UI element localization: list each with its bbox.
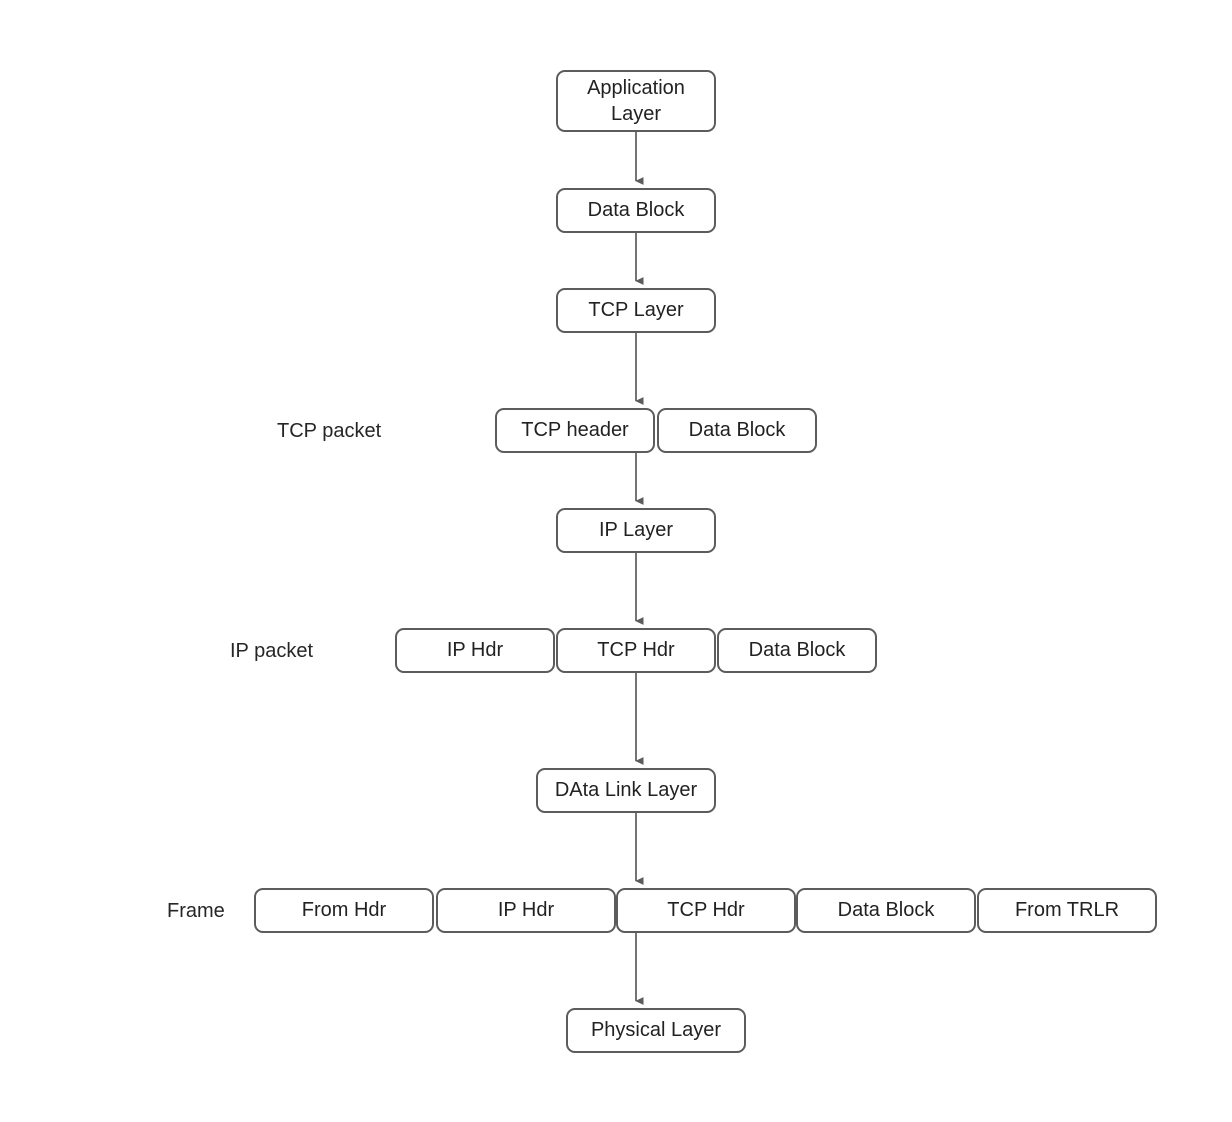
- packet-field-tcp-hdr[interactable]: TCP Hdr: [556, 628, 716, 673]
- node-tcp-layer[interactable]: TCP Layer: [556, 288, 716, 333]
- node-data-block[interactable]: Data Block: [556, 188, 716, 233]
- frame-field-data-block[interactable]: Data Block: [796, 888, 976, 933]
- frame-field-from-hdr[interactable]: From Hdr: [254, 888, 434, 933]
- row-caption-frame: Frame: [167, 899, 225, 922]
- node-application-layer[interactable]: Application Layer: [556, 70, 716, 132]
- row-caption-tcp-packet: TCP packet: [277, 419, 382, 442]
- frame-field-from-trlr[interactable]: From TRLR: [977, 888, 1157, 933]
- node-data-link-layer[interactable]: DAta Link Layer: [536, 768, 716, 813]
- packet-field-data-block[interactable]: Data Block: [717, 628, 877, 673]
- node-physical-layer[interactable]: Physical Layer: [566, 1008, 746, 1053]
- packet-field-tcp-header[interactable]: TCP header: [495, 408, 655, 453]
- frame-field-tcp-hdr[interactable]: TCP Hdr: [616, 888, 796, 933]
- packet-field-data-block[interactable]: Data Block: [657, 408, 817, 453]
- frame-field-ip-hdr[interactable]: IP Hdr: [436, 888, 616, 933]
- row-caption-ip-packet: IP packet: [230, 639, 314, 662]
- node-ip-layer[interactable]: IP Layer: [556, 508, 716, 553]
- packet-field-ip-hdr[interactable]: IP Hdr: [395, 628, 555, 673]
